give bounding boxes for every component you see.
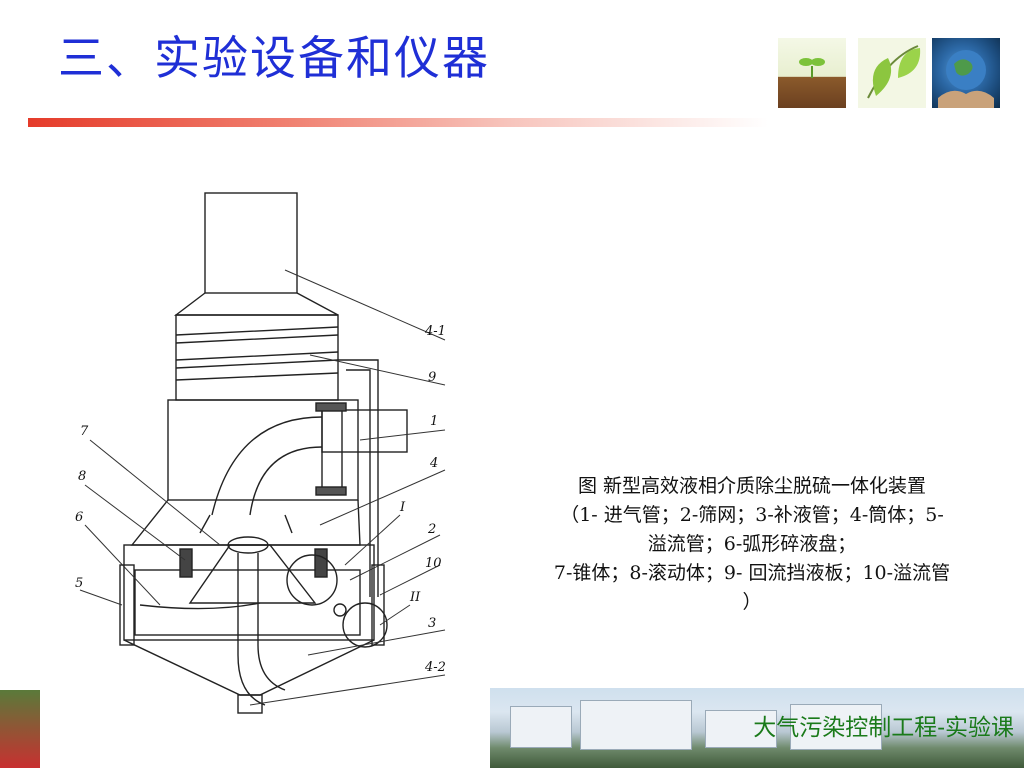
figure-caption: 图 新型高效液相介质除尘脱硫一体化装置 （1- 进气管；2-筛网；3-补液管；4… [492,472,1012,617]
label-6: 6 [75,510,83,525]
label-4: 4 [429,456,438,471]
footer-campus-photo [490,688,1024,768]
footer-course-title: 大气污染控制工程-实验课 [753,715,1014,741]
label-3: 3 [428,616,436,631]
label-5: 5 [75,576,83,591]
caption-line-3: 溢流管；6-弧形碎液盘； [647,533,857,555]
label-7: 7 [80,424,89,439]
label-I: I [399,500,406,515]
footer-left-photo [0,690,40,768]
globe-in-hands-thumbnail-icon [932,38,1000,108]
label-4-2: 4-2 [424,660,446,675]
label-10: 10 [425,556,442,571]
label-8: 8 [78,469,86,484]
caption-line-2: （1- 进气管；2-筛网；3-补液管；4-筒体；5- [560,504,944,526]
seedling-thumbnail-icon [778,38,846,108]
label-4-1: 4-1 [424,324,446,339]
label-9: 9 [428,370,436,385]
caption-line-4: 7-锥体；8-滚动体；9- 回流挡液板；10-溢流管 [553,562,951,584]
label-II: II [409,590,421,605]
label-1: 1 [430,414,438,429]
slide-title: 三、实验设备和仪器 [58,31,490,85]
equipment-diagram: 4-1 9 1 4 I 2 10 II 3 4-2 7 8 6 5 [75,192,446,714]
label-2: 2 [427,522,436,537]
caption-line-5: ） [742,591,762,613]
title-underline-bar [28,118,768,127]
green-leaves-thumbnail-icon [858,38,926,108]
caption-line-1: 图 新型高效液相介质除尘脱硫一体化装置 [577,475,927,497]
